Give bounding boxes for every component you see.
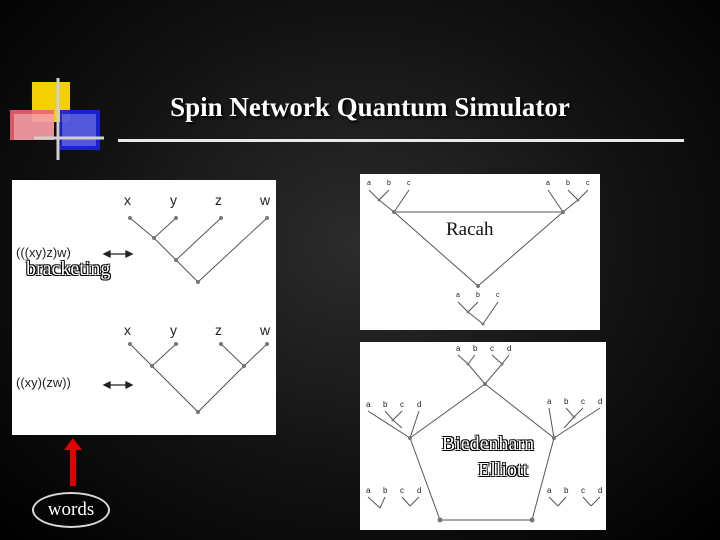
tree2-double-arrow-icon [102, 380, 134, 390]
tree1-nodes [128, 216, 269, 284]
racah-tr-leaf-a: a [546, 180, 550, 187]
racah-tl-leaf-c: c [407, 180, 411, 187]
tree2-leaf-w: w [259, 322, 271, 338]
tree1-leaf-x: x [124, 192, 131, 208]
racah-tr-leaf-b: b [566, 180, 570, 187]
be-mr-leaf-b: b [564, 397, 569, 406]
racah-b-leaf-a: a [456, 292, 460, 299]
tree1-leaf-w: w [259, 192, 271, 208]
racah-b-leaf-c: c [496, 292, 500, 299]
tree2-bracket-word: ((xy)(zw)) [16, 375, 71, 390]
be-mr-leaf-d: d [598, 397, 602, 406]
pentagon-identity-diagram: a b c d a b c d a b c d a b c d a b c d [366, 344, 602, 523]
racah-move-diagram: a b c a b c a b c [367, 180, 590, 326]
decorative-squares-logo [10, 78, 104, 160]
be-top-leaf-d: d [507, 344, 511, 353]
be-ml-leaf-a: a [366, 400, 371, 409]
tree1-leaf-z: z [215, 192, 222, 208]
tree1-bracket-word: (((xy)z)w) [16, 245, 71, 260]
bracketing-trees-diagram: x y z w (((xy)z)w) x y z w [16, 192, 271, 414]
tree1-leaf-y: y [170, 192, 177, 208]
be-ml-leaf-b: b [383, 400, 388, 409]
biedenharn-label-line1: Biedenharn [441, 433, 535, 455]
be-mr-leaf-a: a [547, 397, 552, 406]
biedenharn-label-line2: Elliott [478, 459, 528, 481]
bracketing-trees-panel: x y z w (((xy)z)w) x y z w [12, 180, 276, 435]
title-underline [118, 139, 684, 142]
be-bl-leaf-c: c [400, 486, 404, 495]
tree2-leaf-z: z [215, 322, 222, 338]
be-br-leaf-a: a [547, 486, 552, 495]
be-top-leaf-b: b [473, 344, 478, 353]
racah-panel: a b c a b c a b c [360, 174, 600, 330]
racah-label: Racah [446, 219, 494, 240]
racah-tl-leaf-b: b [387, 180, 391, 187]
racah-tl-leaf-a: a [367, 180, 371, 187]
be-mr-leaf-c: c [581, 397, 585, 406]
tree1-edges [129, 217, 268, 283]
be-br-leaf-c: c [581, 486, 585, 495]
be-ml-leaf-d: d [417, 400, 421, 409]
biedenharn-elliott-label: Biedenharn Elliott [418, 431, 558, 483]
be-bl-leaf-a: a [366, 486, 371, 495]
bracketing-label: bracketing [26, 258, 111, 280]
be-br-leaf-b: b [564, 486, 569, 495]
biedenharn-elliott-panel: a b c d a b c d a b c d a b c d a b c d [360, 342, 606, 530]
be-br-leaf-d: d [598, 486, 602, 495]
tree1-double-arrow-icon [102, 249, 134, 259]
tree2-leaf-y: y [170, 322, 177, 338]
be-ml-leaf-c: c [400, 400, 404, 409]
words-label: words [32, 492, 110, 528]
tree2-nodes [128, 342, 269, 414]
be-top-leaf-c: c [490, 344, 494, 353]
racah-b-leaf-b: b [476, 292, 480, 299]
racah-tr-leaf-c: c [586, 180, 590, 187]
be-top-leaf-a: a [456, 344, 461, 353]
be-bl-leaf-d: d [417, 486, 421, 495]
be-bl-leaf-b: b [383, 486, 388, 495]
slide-title: Spin Network Quantum Simulator [170, 92, 570, 122]
tree2-edges [129, 343, 268, 413]
up-arrow-icon [64, 438, 82, 486]
tree2-leaf-x: x [124, 322, 131, 338]
